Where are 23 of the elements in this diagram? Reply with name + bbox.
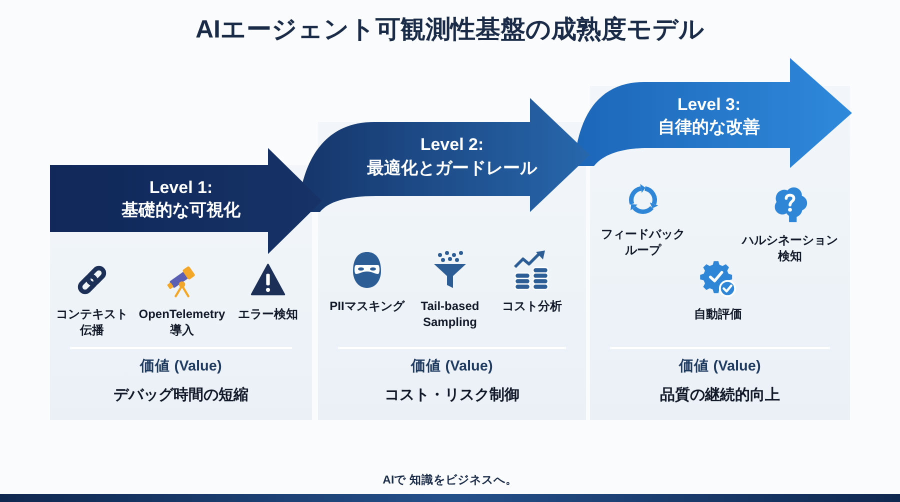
value-text: デバッグ時間の短縮 (114, 386, 248, 404)
value-heading: 価値 (Value) (411, 358, 493, 376)
level-label: Level 1: (149, 178, 213, 198)
level-label: Level 2: (420, 135, 484, 155)
tagline: AIで 知識をビジネスへ。 (382, 472, 518, 488)
level-title: 自律的な改善 (658, 116, 760, 138)
item-label: ハルシネーション検知 (740, 232, 839, 264)
level-title: 基礎的な可視化 (122, 200, 240, 222)
item-label: エラー検知 (238, 306, 298, 322)
level-title: 最適化とガードレール (367, 158, 537, 180)
value-heading: 価値 (Value) (679, 358, 761, 376)
item-label: OpenTelemetry導入 (138, 306, 226, 338)
value-heading: 価値 (Value) (140, 358, 222, 376)
value-text: 品質の継続的向上 (660, 386, 780, 404)
item-label: PIIマスキング (330, 298, 404, 314)
item-label: コスト分析 (502, 298, 562, 314)
title: AIエージェント可観測性基盤の成熟度モデル (196, 14, 704, 46)
item-label: Tail-based Sampling (420, 298, 480, 330)
item-label: 自動評価 (694, 306, 742, 322)
item-label: フィードバックループ (600, 226, 686, 258)
level-label: Level 3: (677, 95, 741, 115)
item-label: コンテキスト伝播 (55, 306, 129, 338)
value-text: コスト・リスク制御 (384, 386, 520, 404)
